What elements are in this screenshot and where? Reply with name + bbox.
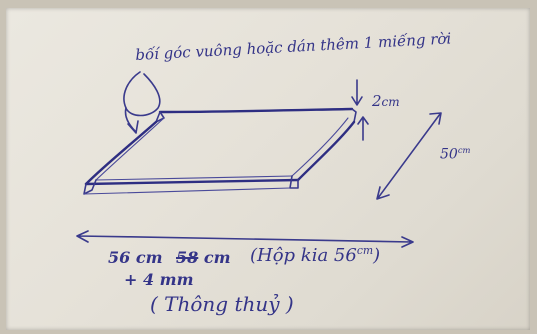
paper-sheet xyxy=(6,8,530,330)
annotation-pointer-line xyxy=(124,107,137,133)
box-note-suffix: ) xyxy=(373,245,381,266)
box-note: (Hộp kia 56cm) xyxy=(250,244,381,266)
height-unit: cm xyxy=(381,95,400,109)
tray-back-left-lip xyxy=(155,111,165,123)
width-2-unit: cm xyxy=(203,248,231,267)
depth-unit: cm xyxy=(457,145,471,155)
clearance-note: ( Thông thuỷ ) xyxy=(150,292,294,316)
tray-front-edge xyxy=(84,178,300,186)
tray-bottom-thickness xyxy=(83,187,291,195)
box-note-unit: cm xyxy=(356,244,374,257)
tray-left-edge xyxy=(84,120,158,186)
depth-value: 50 xyxy=(440,146,458,163)
annotation-pointer-head xyxy=(127,120,139,134)
tray-front-right-lip xyxy=(289,175,299,189)
width-2-struck-value: 58 xyxy=(176,248,199,267)
height-value: 2 xyxy=(372,92,382,110)
tray-right-edge xyxy=(296,120,356,182)
extra-tolerance: + 4 mm xyxy=(124,270,194,289)
annotation-pointer-arrow xyxy=(123,71,161,117)
height-arrow-down xyxy=(351,79,363,106)
tray-front-inner-edge xyxy=(95,175,293,181)
width-label-2: 58 cm xyxy=(176,250,231,266)
depth-label: 50cm xyxy=(440,146,470,162)
tray-left-inner-edge xyxy=(95,117,165,181)
tray-back-right-lip xyxy=(351,108,357,123)
box-note-prefix: (Hộp kia 56 xyxy=(250,245,357,266)
tray-right-inner-edge xyxy=(291,117,349,177)
width-label-1: 56 cm xyxy=(108,248,163,267)
height-arrow-up xyxy=(357,116,369,141)
tray-back-edge xyxy=(158,107,354,114)
height-label: 2cm xyxy=(372,94,400,109)
tray-front-left-lip xyxy=(83,179,97,195)
depth-arrow xyxy=(376,112,442,200)
width-arrow xyxy=(76,230,414,248)
